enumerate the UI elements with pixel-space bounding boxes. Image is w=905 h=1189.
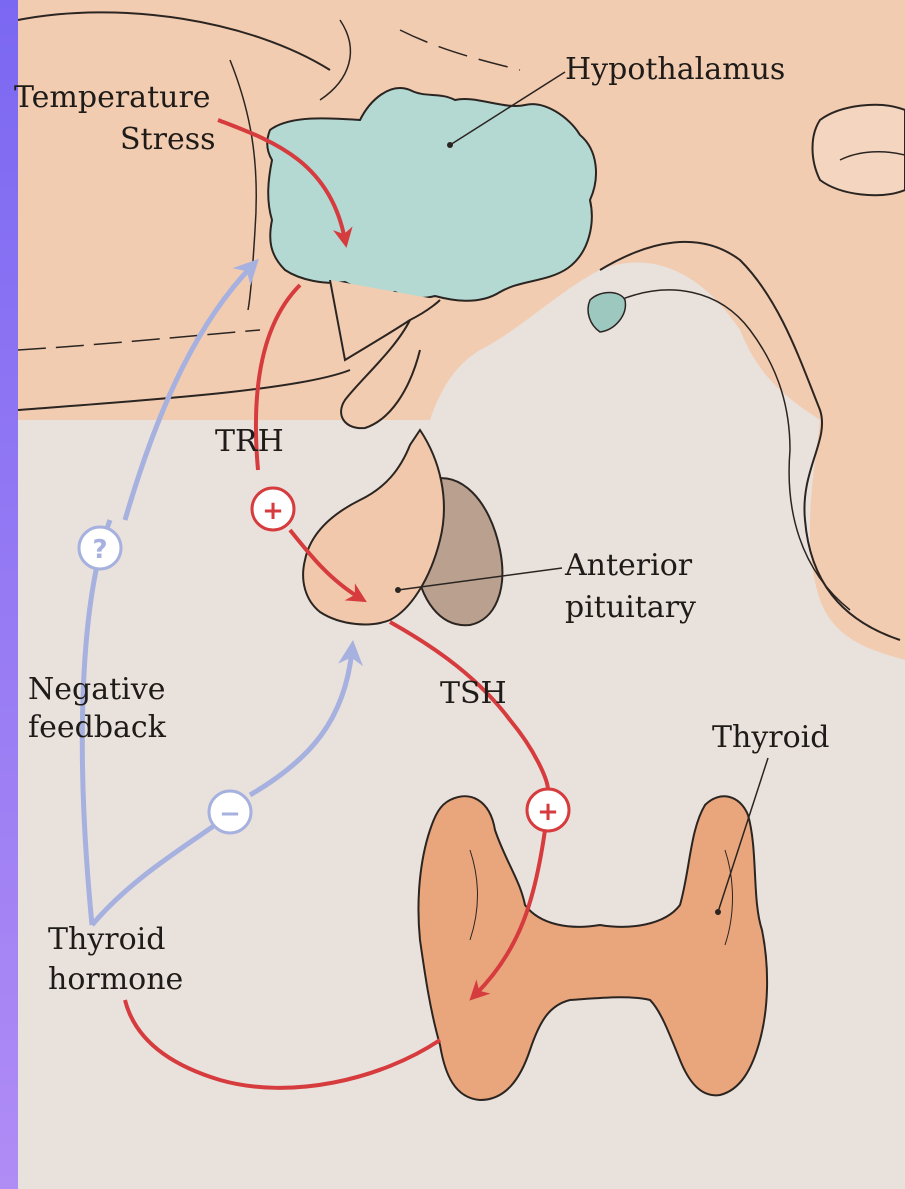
svg-text:?: ? bbox=[92, 535, 107, 565]
hypothalamus-pointer-dot bbox=[447, 142, 453, 148]
left-sidebar bbox=[0, 0, 18, 1189]
hypothalamus-shape bbox=[267, 88, 596, 301]
label-trh: TRH bbox=[215, 424, 284, 460]
question-icon-feedback: ? bbox=[79, 527, 121, 569]
label-negative: Negative bbox=[28, 672, 165, 708]
label-thyroid: Thyroid bbox=[712, 720, 829, 756]
label-pituitary: pituitary bbox=[565, 590, 696, 626]
plus-icon-tsh: + bbox=[527, 789, 569, 831]
svg-text:+: + bbox=[537, 797, 559, 827]
minus-icon-feedback: − bbox=[209, 791, 251, 833]
label-temperature: Temperature bbox=[14, 80, 211, 116]
label-thyroid-hormone-2: hormone bbox=[48, 962, 183, 998]
label-stress: Stress bbox=[120, 122, 216, 158]
label-hypothalamus: Hypothalamus bbox=[565, 52, 785, 88]
label-feedback: feedback bbox=[28, 710, 166, 746]
label-thyroid-hormone-1: Thyroid bbox=[48, 922, 165, 958]
brain-structure-right bbox=[813, 105, 905, 195]
label-tsh: TSH bbox=[440, 676, 507, 712]
plus-icon-trh: + bbox=[252, 488, 294, 530]
label-anterior: Anterior bbox=[565, 548, 692, 584]
pituitary-pointer-dot bbox=[395, 587, 401, 593]
thyroid-pointer-dot bbox=[715, 909, 721, 915]
svg-text:+: + bbox=[262, 496, 284, 526]
svg-text:−: − bbox=[219, 799, 241, 829]
